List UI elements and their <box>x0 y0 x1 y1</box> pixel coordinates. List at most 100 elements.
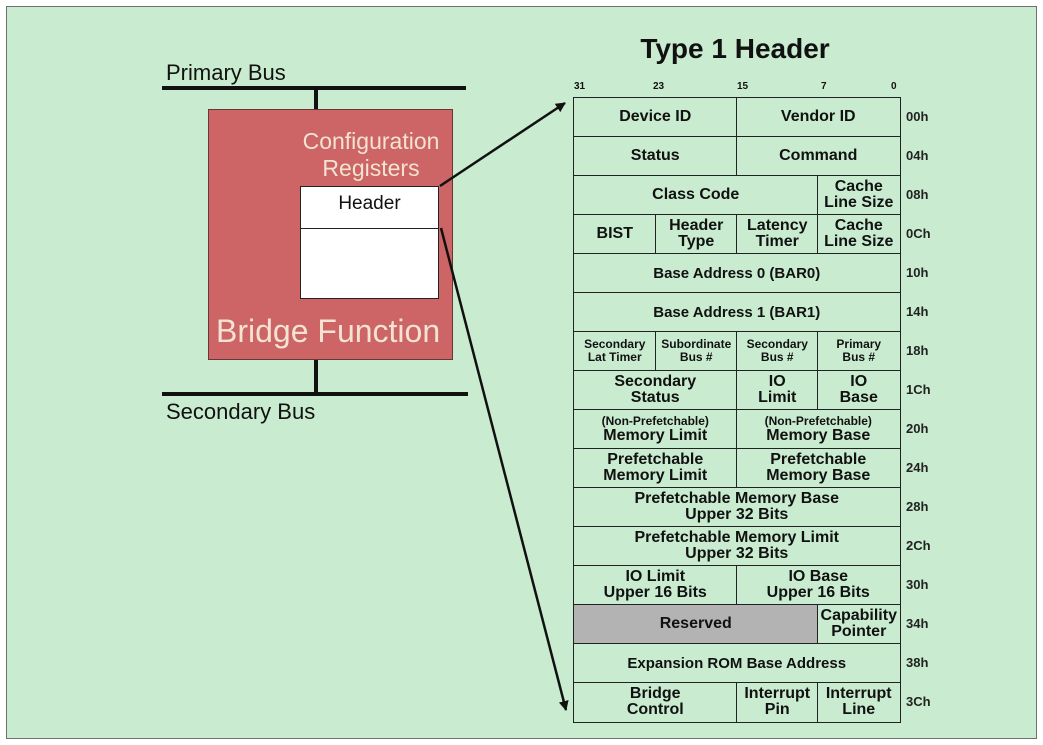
register-cell-text: Type <box>678 233 715 251</box>
header-box-divider <box>300 228 439 229</box>
register-cell-text: Line <box>842 701 876 719</box>
register-cell-text: Limit <box>758 389 797 407</box>
register-cell-00h-1: Vendor ID <box>736 97 901 138</box>
register-cell-text: (Non-Prefetchable) <box>601 414 709 429</box>
register-offset-30h: 30h <box>906 576 929 592</box>
register-cell-text: Prefetchable <box>607 451 704 469</box>
bit-label-31: 31 <box>574 81 586 92</box>
register-cell-text: Bus # <box>842 350 876 365</box>
register-cell-text: Bus # <box>760 350 794 365</box>
register-cell-text: Timer <box>755 233 799 251</box>
register-cell-text: Reserved <box>659 615 732 633</box>
register-cell-text: Subordinate <box>661 337 732 352</box>
register-offset-24h: 24h <box>906 459 929 475</box>
secondary-bus-line <box>162 392 468 396</box>
register-cell-text: Secondary <box>584 337 646 352</box>
primary-bus-label: Primary Bus <box>166 60 286 85</box>
register-cell-text: Secondary <box>614 373 697 391</box>
register-cell-text: Base Address 0 (BAR0) <box>653 264 821 282</box>
primary-bus-connector <box>314 88 318 110</box>
register-cell-text: Upper 16 Bits <box>766 584 870 602</box>
register-cell-text: Expansion ROM Base Address <box>627 654 847 672</box>
register-cell-text: Interrupt <box>744 685 811 703</box>
register-cell-text: Latency <box>747 217 808 235</box>
bit-label-15: 15 <box>737 81 749 92</box>
register-offset-10h: 10h <box>906 264 929 280</box>
register-cell-34h-0: Reserved <box>573 604 819 645</box>
secondary-bus-connector <box>314 360 318 394</box>
register-offset-14h: 14h <box>906 303 929 319</box>
register-offset-04h: 04h <box>906 147 929 163</box>
register-cell-text: Bus # <box>679 350 713 365</box>
register-cell-text: IO Base <box>788 568 849 586</box>
register-cell-text: Base <box>839 389 878 407</box>
register-cell-text: Base Address 1 (BAR1) <box>653 303 821 321</box>
register-cell-text: Upper 16 Bits <box>603 584 707 602</box>
register-cell-text: Capability <box>820 607 897 625</box>
register-cell-text: Interrupt <box>825 685 892 703</box>
register-cell-text: Memory Base <box>766 467 871 485</box>
arrow-to-table-bottom <box>439 227 569 711</box>
register-cell-text: Cache <box>834 178 883 196</box>
register-cell-text: Cache <box>834 217 883 235</box>
register-offset-28h: 28h <box>906 498 929 514</box>
register-offset-08h: 08h <box>906 186 929 202</box>
register-cell-text: Memory Limit <box>603 427 708 445</box>
register-cell-text: Command <box>779 147 858 165</box>
register-cell-text: Memory Limit <box>603 467 708 485</box>
register-cell-text: Prefetchable Memory Base <box>634 490 840 508</box>
register-cell-text: IO Limit <box>625 568 686 586</box>
header-register-box <box>300 186 439 299</box>
register-cell-04h-1: Command <box>736 136 901 177</box>
configuration-registers-label: Configuration Registers <box>302 128 440 181</box>
register-offset-38h: 38h <box>906 654 929 670</box>
bit-label-0: 0 <box>891 81 897 92</box>
header-label: Header <box>338 193 401 214</box>
register-cell-20h-1: (Non-Prefetchable)Memory Base <box>736 409 901 450</box>
register-offset-3ch: 3Ch <box>906 693 931 709</box>
register-cell-text: BIST <box>596 225 633 243</box>
register-cell-0ch-0: BIST <box>573 214 657 255</box>
diagram-title: Type 1 Header <box>640 33 830 64</box>
register-cell-text: Lat Timer <box>587 350 642 365</box>
bridge-function-label: Bridge Function <box>216 313 441 349</box>
register-cell-text: Upper 32 Bits <box>685 506 789 524</box>
register-cell-text: Pointer <box>831 623 887 641</box>
secondary-bus-label: Secondary Bus <box>166 399 316 424</box>
register-cell-04h-0: Status <box>573 136 738 177</box>
register-cell-text: Upper 32 Bits <box>685 545 789 563</box>
register-offset-34h: 34h <box>906 615 929 631</box>
register-cell-text: Secondary <box>746 337 808 352</box>
register-cell-text: Primary <box>836 337 882 352</box>
bit-label-7: 7 <box>821 81 827 92</box>
register-offset-0ch: 0Ch <box>906 225 931 241</box>
register-cell-text: IO <box>850 373 868 391</box>
register-offset-1ch: 1Ch <box>906 381 931 397</box>
register-cell-text: Vendor ID <box>780 108 856 126</box>
register-cell-text: Status <box>630 147 680 165</box>
register-offset-00h: 00h <box>906 108 929 124</box>
bit-label-23: 23 <box>653 81 665 92</box>
register-cell-text: Line Size <box>824 233 894 251</box>
register-cell-text: Control <box>626 701 684 719</box>
register-cell-text: Class Code <box>652 186 740 204</box>
register-cell-00h-0: Device ID <box>573 97 738 138</box>
register-cell-20h-0: (Non-Prefetchable)Memory Limit <box>573 409 738 450</box>
register-cell-38h-0: Expansion ROM Base Address <box>573 643 901 684</box>
register-offset-18h: 18h <box>906 342 929 358</box>
register-offset-2ch: 2Ch <box>906 537 931 553</box>
